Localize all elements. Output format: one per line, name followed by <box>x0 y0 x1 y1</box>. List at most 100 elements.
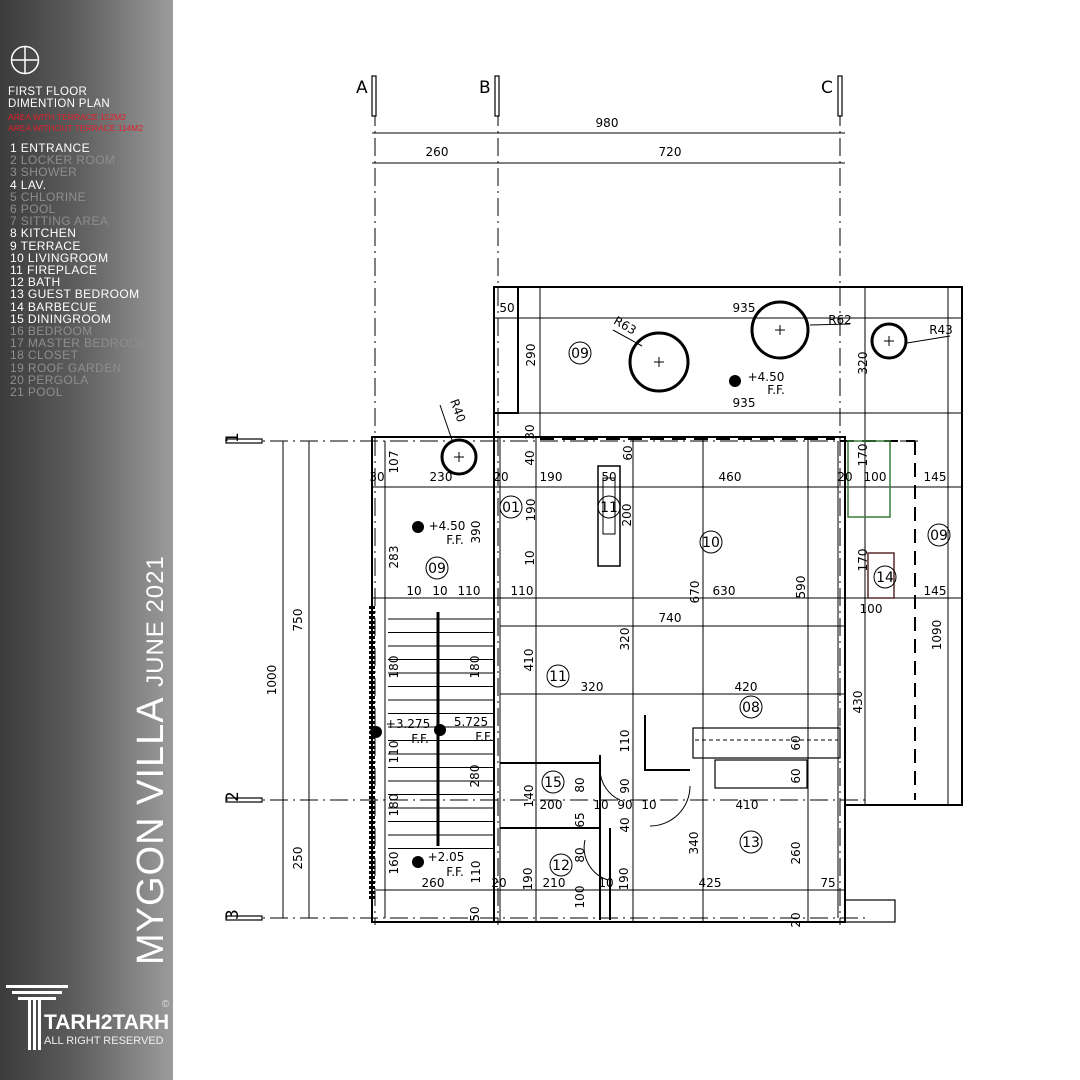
dimension-label: R43 <box>929 323 953 337</box>
dimension-label: 180 <box>387 656 401 679</box>
dimension-label: 10 <box>406 584 421 598</box>
legend-item: 18 CLOSET <box>10 348 79 363</box>
dimension-lines <box>282 132 962 922</box>
dimension-label: 60 <box>789 768 803 783</box>
dimension-label: 110 <box>458 584 481 598</box>
dimension-label: 750 <box>291 609 305 632</box>
dimension-label: 107 <box>387 451 401 474</box>
dimension-label: 145 <box>924 584 947 598</box>
dimension-label: 630 <box>713 584 736 598</box>
sheet-title-line2: DIMENTION PLAN <box>8 98 110 110</box>
dimension-label: 170 <box>856 549 870 572</box>
dimension-label: 200 <box>620 504 634 527</box>
legend-item: 20 PERGOLA <box>10 372 89 387</box>
dimension-label: 190 <box>540 470 563 484</box>
dimension-label: 410 <box>522 649 536 672</box>
legend-item: 1 ENTRANCE <box>10 141 91 155</box>
dimension-label: 260 <box>789 842 803 865</box>
barbecue <box>867 552 895 599</box>
kitchen-island <box>714 759 808 789</box>
dimension-label: 320 <box>618 628 632 651</box>
dimension-label: 200 <box>540 798 563 812</box>
room-tag: 11 <box>549 669 567 685</box>
room-tag: 08 <box>742 700 760 716</box>
column-logo-icon <box>6 985 68 1050</box>
dimension-label: 90 <box>618 778 632 793</box>
sheet-title-line1: FIRST FLOOR <box>8 86 88 98</box>
dimension-label: 50 <box>468 906 482 921</box>
legend-item: 9 TERRACE <box>10 238 81 253</box>
dimension-label: 80 <box>573 847 587 862</box>
legend-item: 13 GUEST BEDROOM <box>10 287 140 302</box>
dimension-label: +2.05 <box>428 850 465 864</box>
dimension-label: 5.725 <box>454 715 488 729</box>
planter <box>847 440 891 518</box>
dimension-label: F.F. <box>767 383 785 397</box>
dimension-label: 410 <box>736 798 759 812</box>
room-tag-circle <box>873 565 897 589</box>
dimension-label: 160 <box>387 852 401 875</box>
dimension-label: 40 <box>523 450 537 465</box>
dimension-label: 10 <box>523 550 537 565</box>
grid-label-b: B <box>479 78 491 98</box>
dimension-label: 390 <box>469 521 483 544</box>
legend-item: 7 SITTING AREA <box>10 214 109 229</box>
room-tag-circle <box>499 495 523 519</box>
dimension-label: 110 <box>511 584 534 598</box>
room-tag: 11 <box>600 500 618 516</box>
dimension-label: 40 <box>618 817 632 832</box>
legend-item: 19 ROOF GARDEN <box>10 360 122 375</box>
grid-lines <box>240 78 920 925</box>
dimension-label: 110 <box>387 741 401 764</box>
dimension-label: 260 <box>426 145 449 159</box>
dimension-label: 20 <box>837 470 852 484</box>
columns <box>440 300 908 476</box>
kitchen-counter <box>692 727 841 759</box>
window-dashes <box>540 438 916 800</box>
dimension-label: 80 <box>573 777 587 792</box>
area-without-terrace: AREA WITHOUT TERRACE 114M2 <box>8 123 144 133</box>
legend-item: 17 MASTER BEDROOM <box>10 336 149 351</box>
dimension-label: R63 <box>611 314 638 338</box>
dimension-label: 60 <box>789 735 803 750</box>
grid-label-c: C <box>821 78 833 98</box>
dimension-label: 65 <box>573 812 587 827</box>
dimension-label: 50 <box>499 301 514 315</box>
logo-brand: TARH2TARH <box>44 1011 170 1034</box>
dimension-label: 430 <box>851 691 865 714</box>
dimension-label: 1090 <box>930 620 944 651</box>
logo-rights: ALL RIGHT RESERVED <box>44 1035 164 1047</box>
dimension-label: 190 <box>521 868 535 891</box>
dimension-label: 280 <box>468 765 482 788</box>
dimension-label: R40 <box>447 397 468 424</box>
legend-item: 11 FIREPLACE <box>10 263 98 278</box>
room-tag: 15 <box>544 775 562 791</box>
legend-item: 5 CHLORINE <box>10 189 87 204</box>
room-tag-circle <box>699 530 723 554</box>
room-tag-circle <box>927 523 951 547</box>
grid-label-a: A <box>356 78 368 98</box>
dimension-label: 720 <box>659 145 682 159</box>
stair-treads <box>388 618 494 849</box>
dimension-label: 10 <box>641 798 656 812</box>
dimension-label: 740 <box>659 611 682 625</box>
dimension-label: 670 <box>688 581 702 604</box>
dimension-label: 340 <box>687 832 701 855</box>
legend-item: 16 BEDROOM <box>10 324 93 339</box>
dimension-label: +3.275 <box>386 717 430 731</box>
dimension-label: 20 <box>789 912 803 927</box>
dimension-label: F.F. <box>411 732 429 746</box>
legend-item: 10 LIVINGROOM <box>10 250 109 265</box>
sidebar: FIRST FLOOR DIMENTION PLAN AREA WITH TER… <box>0 0 173 1080</box>
room-tag: 09 <box>571 346 589 362</box>
dimension-label: 283 <box>387 546 401 569</box>
dimension-label: 230 <box>430 470 453 484</box>
room-tag-circle <box>549 853 573 877</box>
dimension-label: 140 <box>522 785 536 808</box>
dimension-label: F.F. <box>446 533 464 547</box>
room-tag: 09 <box>428 561 446 577</box>
legend-item: 6 POOL <box>10 202 56 217</box>
dimension-label: 145 <box>924 470 947 484</box>
dimension-label: 425 <box>699 876 722 890</box>
